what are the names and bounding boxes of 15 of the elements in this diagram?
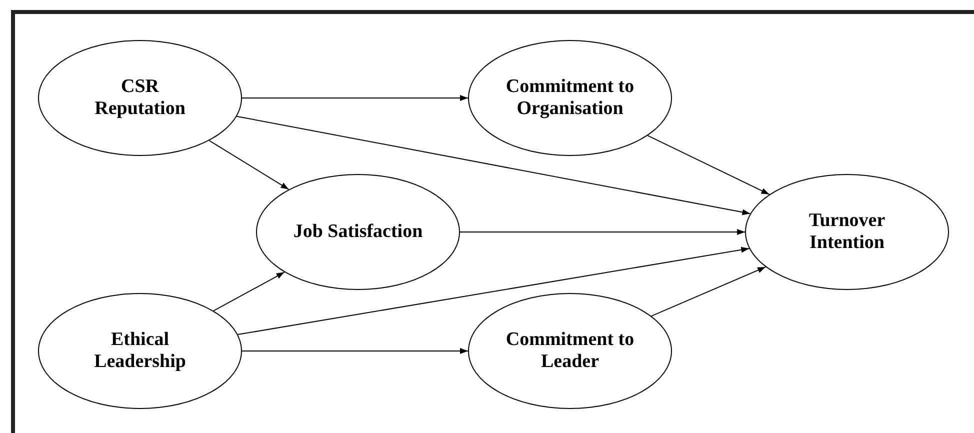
arrow	[213, 272, 285, 312]
construct-label: Job Satisfaction	[293, 221, 423, 243]
arrow	[460, 229, 746, 235]
arrow	[237, 246, 750, 336]
construct-label: CSR Reputation	[94, 76, 186, 120]
arrow	[208, 140, 290, 190]
arrow	[650, 266, 766, 317]
arrow	[242, 348, 468, 354]
construct-label: Turnover Intention	[808, 210, 886, 254]
construct-label: Ethical Leadership	[93, 329, 187, 373]
construct-label: Commitment to Leader	[504, 329, 636, 373]
arrow	[242, 95, 468, 101]
construct-label: Commitment to Organisation	[504, 76, 636, 120]
arrow	[647, 135, 770, 195]
arrow	[236, 116, 751, 216]
